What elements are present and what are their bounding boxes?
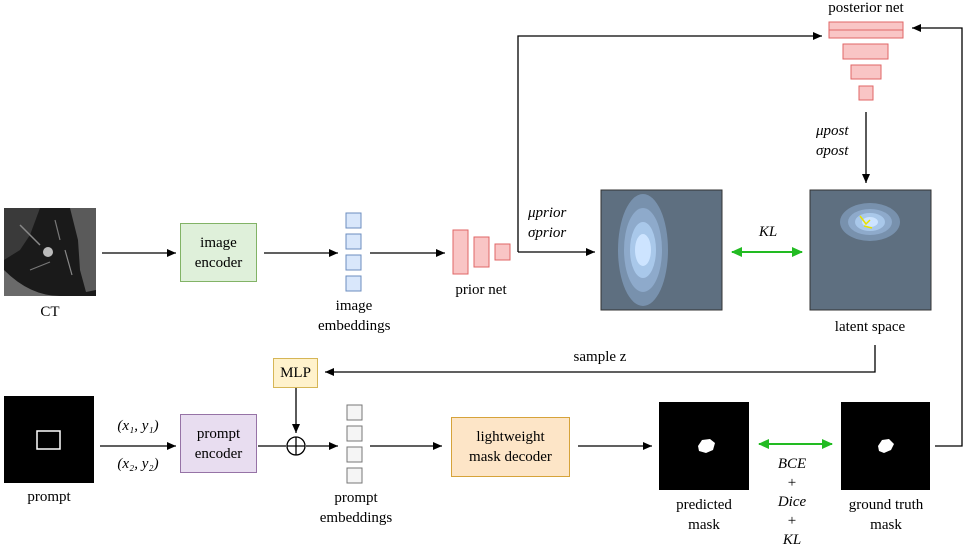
prompt-embeddings-label: prompt embeddings: [316, 488, 396, 528]
posterior-net-label: posterior net: [828, 0, 904, 16]
loss-plus-2: +: [787, 513, 797, 529]
image-embeddings-line2: embeddings: [318, 318, 391, 334]
prompt-encoder-line2: encoder: [194, 445, 243, 462]
coord-2: (x₂, y₂): [117, 456, 159, 472]
latent-space-label: latent space: [834, 319, 906, 335]
ct-label: CT: [40, 304, 60, 320]
sigma-prior-label: σprior: [528, 225, 567, 241]
loss-label: BCE + Dice + KL: [766, 455, 818, 550]
mask-decoder-line1: lightweight: [476, 429, 545, 445]
ground-truth-mask-line2: mask: [870, 517, 902, 533]
prompt-embeddings-stack: [346, 404, 363, 484]
image-embeddings-line1: image: [335, 298, 373, 314]
sample-z-label: sample z: [573, 349, 627, 365]
coord-1: (x₁, y₁): [117, 418, 159, 434]
predicted-mask-line2: mask: [688, 517, 720, 533]
ct-image: [4, 208, 96, 296]
prompt-embeddings-line1: prompt: [334, 490, 378, 506]
ground-truth-mask-line1: ground truth: [848, 497, 924, 513]
mu-post-label: μpost: [816, 123, 849, 139]
mask-decoder-block: lightweight mask decoder: [451, 417, 570, 477]
image-encoder-line1: image: [200, 234, 237, 251]
mlp-label: MLP: [280, 365, 311, 381]
prompt-encoder-line1: prompt: [196, 425, 241, 442]
prompt-image: [4, 396, 94, 483]
mu-prior-label: μprior: [528, 205, 567, 221]
ground-truth-mask-label: ground truth mask: [834, 495, 938, 535]
loss-dice: Dice: [777, 494, 807, 510]
prompt-label: prompt: [27, 489, 71, 505]
prompt-encoder-block: prompt encoder: [180, 414, 257, 473]
predicted-mask-image: [659, 402, 749, 490]
predicted-mask-label: predicted mask: [664, 495, 744, 535]
prior-net-shape: [452, 229, 511, 275]
posterior-net-shape: [828, 21, 904, 101]
mlp-block: MLP: [273, 358, 318, 388]
loss-kl: KL: [782, 532, 802, 548]
connectors: [100, 24, 963, 450]
add-operator: [286, 436, 306, 456]
image-encoder-line2: encoder: [194, 254, 243, 271]
image-encoder-block: image encoder: [180, 223, 257, 282]
predicted-mask-line1: predicted: [676, 497, 732, 513]
ground-truth-mask-image: [841, 402, 930, 490]
posterior-latent-plot: [809, 189, 932, 311]
loss-bce: BCE: [777, 456, 807, 472]
prompt-embeddings-line2: embeddings: [319, 510, 393, 526]
image-embeddings-label: image embeddings: [318, 296, 391, 336]
sigma-post-label: σpost: [816, 143, 849, 159]
image-embeddings-stack: [345, 212, 362, 292]
loss-plus-1: +: [787, 475, 797, 491]
kl-label: KL: [758, 224, 778, 240]
prior-latent-plot: [600, 189, 723, 311]
prior-net-label: prior net: [455, 282, 507, 298]
mask-decoder-line2: mask decoder: [469, 449, 552, 465]
